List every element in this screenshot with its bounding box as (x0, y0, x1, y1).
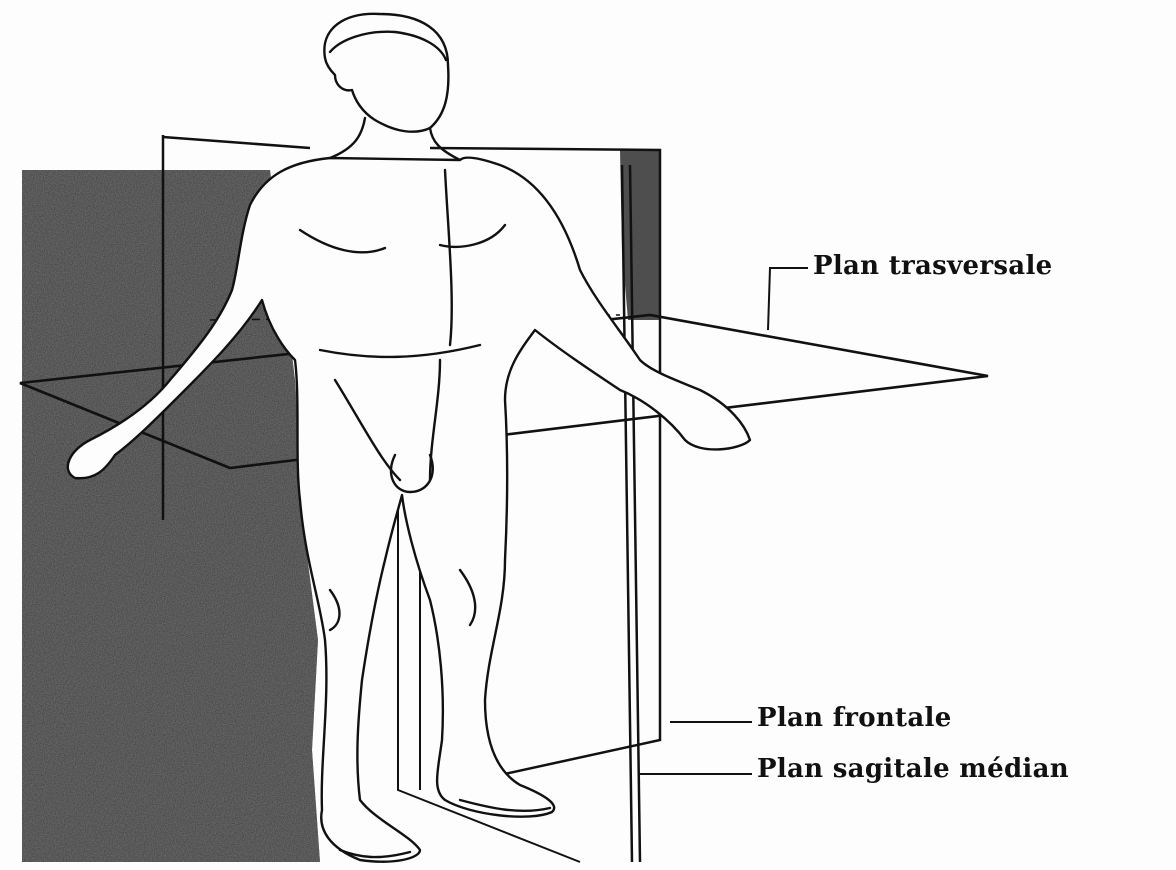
transverse-plane-label: Plan trasversale (813, 251, 1052, 281)
leader-lines (640, 268, 808, 774)
median-sagittal-plane-label: Plan sagitale médian (757, 754, 1069, 784)
sagittal-plane-shading (620, 150, 660, 320)
transversal-leader (768, 268, 808, 330)
frontal-plane-label: Plan frontale (757, 703, 952, 733)
frontal-plane-top-edge (163, 137, 310, 148)
